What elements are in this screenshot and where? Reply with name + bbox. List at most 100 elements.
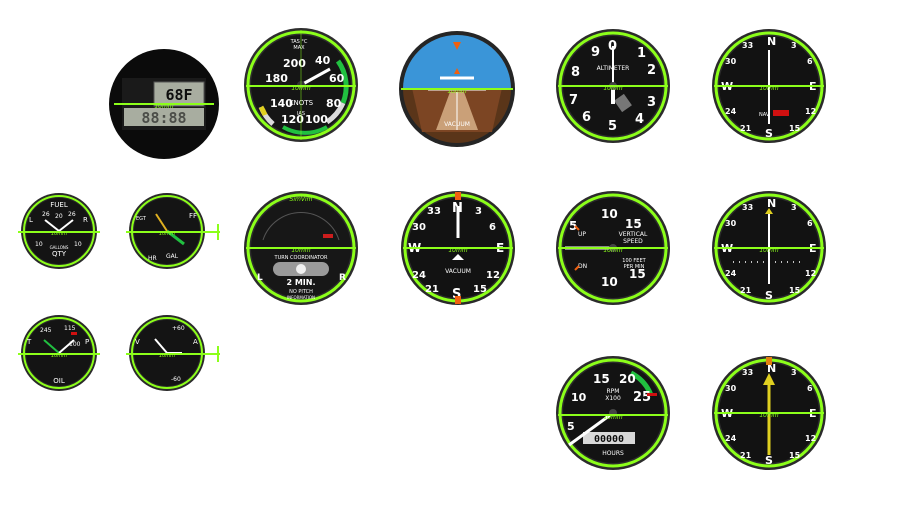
vsi-dn-label: DN [578, 263, 587, 270]
hdg-card-30: 30 [412, 222, 426, 233]
nav1-card-30: 30 [725, 57, 737, 66]
nav2-card-6: 6 [807, 219, 813, 228]
vacuum-ammeter-gauge: +60 -60 V A 10mm [126, 312, 222, 394]
oil-num-245: 245 [40, 327, 52, 334]
egt-ff-label: FF [189, 212, 197, 220]
asi-label-200: 200 [283, 57, 306, 70]
overlay-label: 10mm [291, 85, 310, 92]
alt-digit-8: 8 [571, 65, 580, 80]
hdg-card-3: 3 [475, 206, 482, 217]
nav1-card-12: 12 [805, 107, 816, 116]
heading-indicator: N 3 6 E 12 15 S 21 24 W 30 33 VACUUM 10m… [400, 190, 516, 306]
nav1-flag-label: NAV [759, 112, 770, 118]
egt-gal-label: GAL [166, 253, 179, 260]
hdg-card-21: 21 [425, 284, 439, 295]
turn-l: L [257, 273, 263, 283]
adf-card-21: 21 [740, 451, 752, 460]
clock-gauge: 68F 88:88 10mm [108, 48, 220, 160]
nav1-card-15: 15 [789, 124, 801, 133]
alt-digit-4: 4 [635, 112, 644, 127]
nav1-indicator: N 33 30 W 24 21 S 15 12 E 6 3 NAV 10mm [711, 28, 827, 144]
tach-num-15: 15 [593, 372, 610, 386]
alt-digit-7: 7 [569, 93, 578, 108]
attitude-indicator: 10mm VACUUM [398, 30, 516, 148]
vsi-sub-1: 100 FEET [622, 258, 646, 264]
vsi-num-10a: 10 [601, 207, 618, 221]
oil-p-label: P [85, 338, 89, 346]
nav1-card-s: S [765, 127, 773, 140]
adf-card-3: 3 [791, 368, 797, 377]
fuel-gallons-label: GALLONS [50, 245, 69, 250]
fuel-quantity-gauge: FUEL 26 20 26 10 10 L R GALLONS QTY 10mm [18, 190, 100, 272]
adf-card-12: 12 [805, 434, 816, 443]
alt-digit-9: 9 [591, 45, 600, 60]
asi-tas-label: TAS °C [290, 39, 308, 45]
adf-card-33: 33 [742, 368, 753, 377]
alt-digit-1: 1 [637, 46, 646, 61]
turn-brand: SimVim [290, 196, 313, 203]
hdg-card-15: 15 [473, 284, 487, 295]
asi-label-140: 140 [270, 97, 293, 110]
fuel-num-20: 20 [55, 213, 63, 220]
asi-label-60: 60 [329, 72, 345, 85]
hdg-card-24: 24 [412, 270, 426, 281]
vsi-up-label: UP [578, 231, 586, 238]
asi-max-label: MAX [293, 45, 305, 51]
nav2-card-33: 33 [742, 203, 753, 212]
nav2-card-3: 3 [791, 203, 797, 212]
nav2-card-21: 21 [740, 286, 752, 295]
vsi-num-15a: 15 [625, 217, 642, 231]
turn-coordinator: SimVim TURN COORDINATOR 2 MIN. NO PITCH … [243, 190, 359, 306]
oil-num-115: 115 [64, 325, 76, 332]
alt-digit-6: 6 [582, 110, 591, 125]
vertical-speed-indicator: 10 15 5 10 15 UP DN VERTICAL SPEED 100 F… [555, 190, 671, 306]
turn-information: INFORMATION [287, 295, 315, 300]
hdg-card-s: S [452, 287, 461, 302]
vac-num-minus60: -60 [171, 376, 181, 383]
overlay-label: 10mm [447, 88, 466, 95]
fuel-left-label: L [29, 216, 33, 224]
vsi-num-5: 5 [569, 219, 577, 233]
nav2-card-30: 30 [725, 219, 737, 228]
overlay-label: 10mm [603, 247, 622, 254]
fuel-right-label: R [83, 216, 88, 224]
nav2-card-24: 24 [725, 269, 737, 278]
vsi-sub-2: PER MIN [624, 264, 645, 270]
egt-fuel-flow-gauge: FF EGT GAL HR 10mm [126, 190, 222, 272]
vac-num-plus60: +60 [172, 325, 185, 332]
overlay-label: 10mm [759, 85, 778, 92]
vsi-title-2: SPEED [623, 238, 643, 245]
tach-hour-counter: 00000 [594, 434, 624, 445]
nav2-card-s: S [765, 289, 773, 302]
vac-a-label: A [193, 338, 198, 346]
fuel-qty-label: QTY [52, 250, 67, 258]
adf-card-15: 15 [789, 451, 801, 460]
oil-label: OIL [53, 377, 65, 385]
asi-label-100: 100 [305, 113, 328, 126]
adf-card-s: S [765, 454, 773, 467]
vsi-title-1: VERTICAL [619, 231, 648, 238]
nav2-card-12: 12 [805, 269, 816, 278]
overlay-label: 10mm [159, 231, 175, 237]
airspeed-indicator: 200 180 40 60 80 140 120 100 KNOTS IAS T… [243, 27, 359, 143]
oil-gauge: 245 115 100 T P OIL 10mm [18, 312, 100, 394]
adf-indicator: N 33 30 W 24 21 S 15 12 E 6 3 10mm [711, 355, 827, 471]
fuel-num-26b: 26 [68, 211, 76, 218]
tach-num-20: 20 [619, 372, 636, 386]
vsi-num-15b: 15 [629, 267, 646, 281]
oil-num-100: 100 [69, 341, 81, 348]
nav2-card-n: N [767, 197, 776, 210]
adf-card-6: 6 [807, 384, 813, 393]
adf-card-n: N [767, 362, 776, 375]
altimeter: 9 0 1 2 3 4 5 6 7 8 ALTIMETER 10mm [555, 28, 671, 144]
overlay-label: 10mm [448, 247, 467, 254]
alt-digit-3: 3 [647, 95, 656, 110]
asi-label-80: 80 [326, 97, 342, 110]
tach-rpm-label: RPM [607, 388, 620, 395]
hdg-card-6: 6 [489, 222, 496, 233]
tach-hours-label: HOURS [602, 450, 624, 457]
tach-num-25: 25 [633, 390, 651, 405]
adf-card-24: 24 [725, 434, 737, 443]
oil-t-label: T [26, 338, 32, 346]
overlay-label: 10mm [603, 85, 622, 92]
